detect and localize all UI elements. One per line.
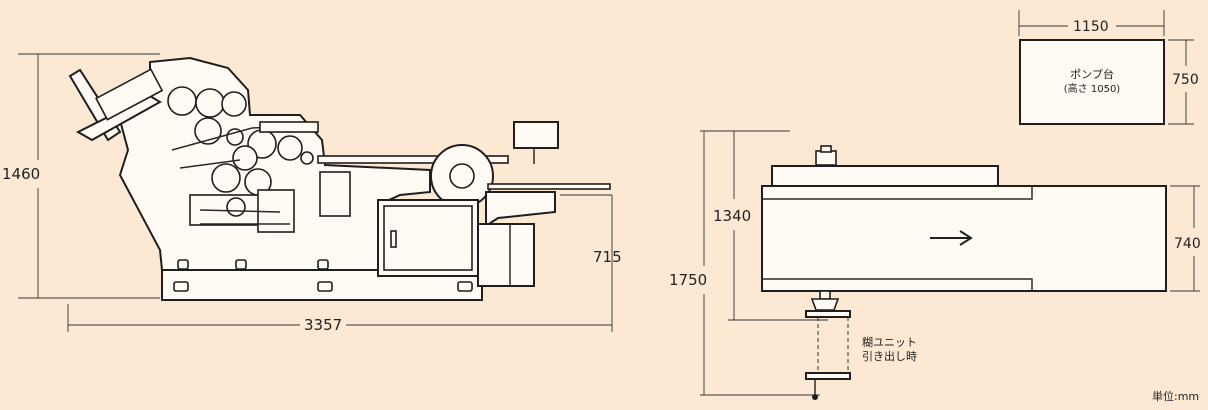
dim-1150: 1150 bbox=[1073, 19, 1109, 35]
dim-1340: 1340 bbox=[713, 207, 751, 225]
glue-unit-pullout-label: 引き出し時 bbox=[862, 349, 917, 363]
arrow-right-icon bbox=[930, 230, 973, 246]
dim-715: 715 bbox=[593, 248, 622, 266]
side-view: 1460 3357 715 bbox=[2, 53, 622, 334]
dim-1750: 1750 bbox=[669, 271, 707, 289]
plan-view: 1750 1340 740 bbox=[669, 130, 1201, 400]
glue-unit bbox=[805, 290, 851, 400]
folder-machine-side bbox=[68, 56, 611, 301]
unit-label: 単位:mm bbox=[1152, 389, 1199, 403]
dimension-height-side bbox=[18, 53, 160, 299]
dim-740: 740 bbox=[1174, 236, 1201, 252]
dim-750: 750 bbox=[1172, 72, 1199, 88]
pump-stand: 1150 750 ポンプ台 (高さ 1050) bbox=[1018, 10, 1199, 125]
dim-1460: 1460 bbox=[2, 165, 40, 183]
knob bbox=[815, 150, 837, 166]
glue-unit-label: 糊ユニット bbox=[862, 335, 917, 349]
pump-stand-box bbox=[1019, 39, 1165, 125]
pump-height-label: (高さ 1050) bbox=[1064, 82, 1121, 95]
dim-3357: 3357 bbox=[304, 316, 342, 334]
pump-label: ポンプ台 bbox=[1070, 67, 1114, 81]
dimension-width-side bbox=[67, 195, 613, 332]
